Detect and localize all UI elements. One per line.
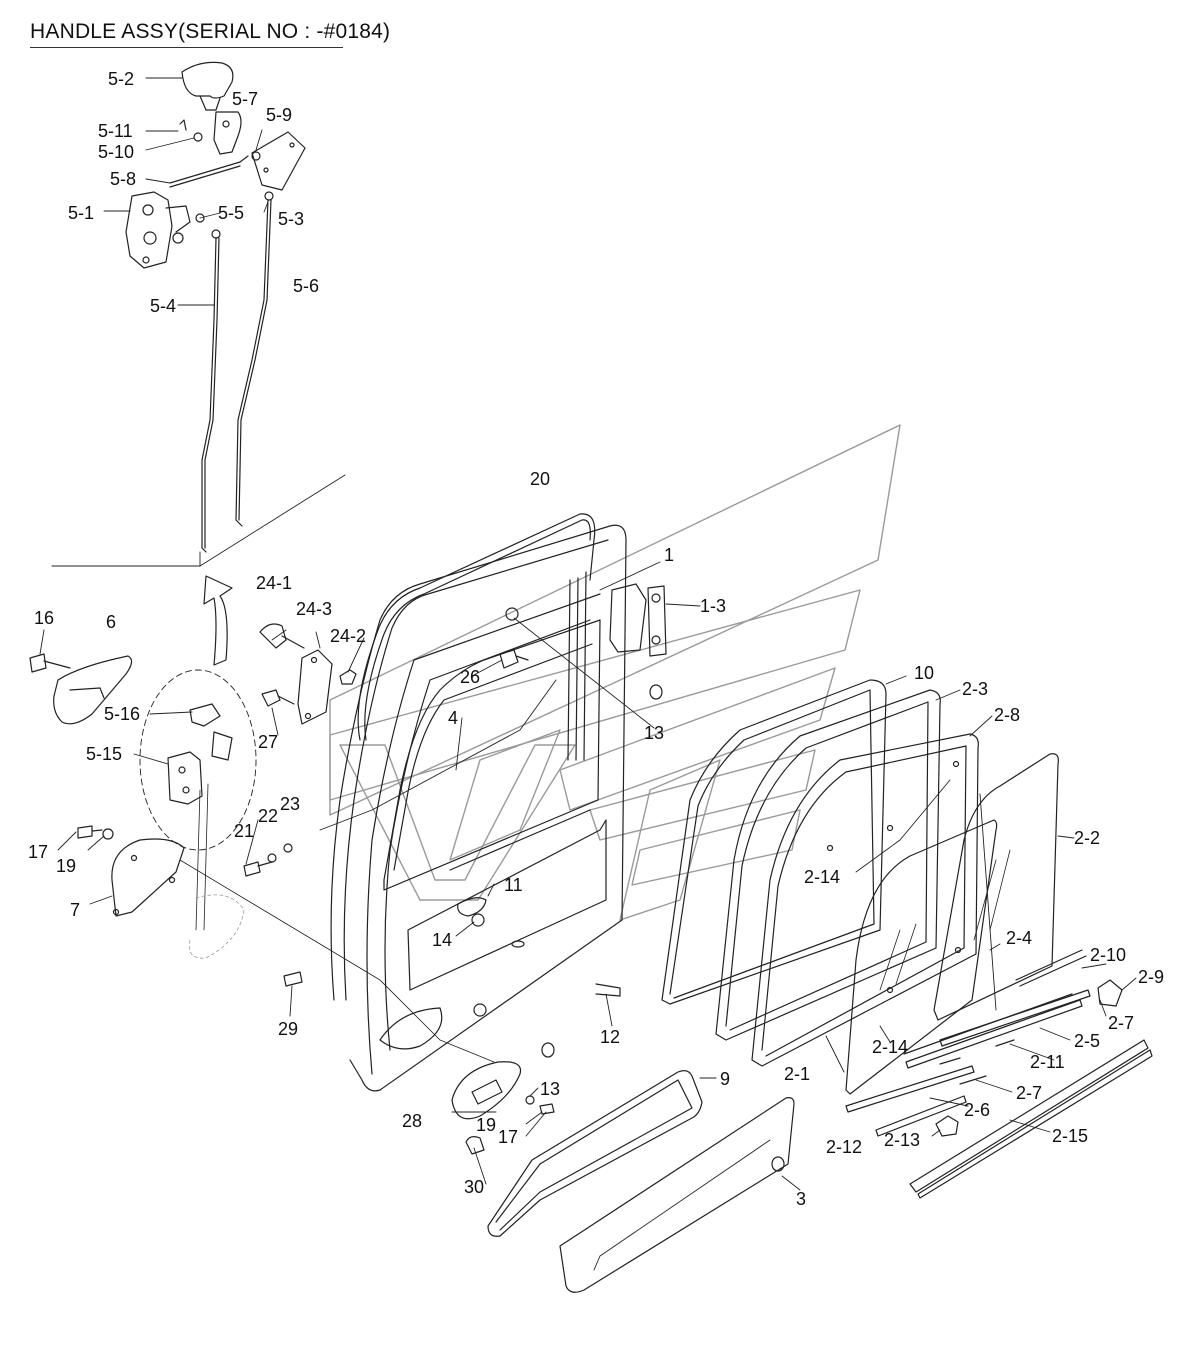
glass-2-1 — [845, 819, 998, 1095]
callout-2-2: 2-2 — [1074, 828, 1101, 848]
callout-5-11: 5-11 — [98, 121, 133, 141]
callout-28: 28 — [402, 1111, 423, 1131]
callout-27: 27 — [258, 732, 279, 752]
leader-lines — [103, 77, 269, 306]
door-body — [330, 524, 627, 1092]
callout-5-1: 5-1 — [68, 203, 95, 223]
glass-panels — [487, 679, 1059, 1293]
frame-2-3 — [715, 689, 941, 1041]
handle-plate — [251, 131, 306, 191]
callout-2-3: 2-3 — [962, 679, 989, 699]
callout-4: 4 — [448, 708, 459, 728]
callout-2-8: 2-8 — [994, 705, 1021, 725]
callout-5-6: 5-6 — [293, 276, 320, 296]
callout-16: 16 — [34, 608, 55, 628]
callout-23: 23 — [280, 794, 301, 814]
callout-30: 30 — [464, 1177, 485, 1197]
lower-handle-parts — [451, 1061, 555, 1155]
callout-24-2: 24-2 — [330, 626, 367, 646]
callout-2-15: 2-15 — [1052, 1126, 1089, 1146]
callout-2-13: 2-13 — [884, 1130, 921, 1150]
rod-5-6 — [235, 199, 269, 527]
watermark-logo — [329, 424, 901, 921]
callout-11: 11 — [504, 875, 523, 895]
part-7-plate — [111, 838, 185, 917]
callout-5-5: 5-5 — [218, 203, 245, 223]
callout-20: 20 — [530, 469, 551, 489]
callout-14: 14 — [432, 930, 453, 950]
hinge — [609, 583, 647, 653]
bracket-24-3 — [297, 649, 333, 725]
callout-2-4: 2-4 — [1006, 928, 1033, 948]
title-underline — [30, 47, 343, 48]
callout-2-9: 2-9 — [1138, 967, 1165, 987]
diagram-title: HANDLE ASSY(SERIAL NO : -#0184) — [30, 20, 391, 43]
callout-22: 22 — [258, 806, 279, 826]
door-frame — [179, 513, 667, 1092]
seal-20 — [357, 513, 596, 741]
callout-2-7-lower: 2-7 — [1016, 1083, 1043, 1103]
callout-19-lower: 19 — [476, 1115, 497, 1135]
leader-lines-lower — [39, 561, 1137, 1191]
handle-grip — [181, 61, 234, 99]
callout-10: 10 — [914, 663, 935, 683]
callout-7: 7 — [70, 900, 81, 920]
callout-2-1: 2-1 — [784, 1064, 811, 1084]
callout-24-1: 24-1 — [256, 573, 293, 593]
callout-21: 21 — [234, 821, 255, 841]
part-28-handle — [451, 1061, 522, 1120]
frame-2-8 — [751, 733, 979, 1067]
callout-2-11: 2-11 — [1030, 1052, 1065, 1072]
callout-6: 6 — [106, 612, 117, 632]
left-parts — [29, 623, 557, 987]
latch-body — [125, 191, 173, 269]
handle-lever — [213, 111, 242, 155]
callout-12: 12 — [600, 1027, 621, 1047]
callout-2-12: 2-12 — [826, 1137, 863, 1157]
callout-26: 26 — [460, 667, 481, 687]
rails-group — [845, 949, 1153, 1199]
rod-5-4 — [201, 237, 217, 553]
callout-2-14: 2-14 — [804, 867, 841, 887]
callout-29: 29 — [278, 1019, 299, 1039]
glass-2-2 — [933, 753, 1059, 1021]
callout-5-9: 5-9 — [266, 105, 293, 125]
detail-circle — [139, 669, 257, 851]
callout-17-lower: 17 — [498, 1127, 519, 1147]
callout-3: 3 — [796, 1189, 807, 1209]
callout-2-6: 2-6 — [964, 1100, 991, 1120]
callout-1-3: 1-3 — [700, 596, 727, 616]
callout-2-7: 2-7 — [1108, 1013, 1135, 1033]
callout-5-4: 5-4 — [150, 296, 177, 316]
callout-9: 9 — [720, 1069, 731, 1089]
callout-2-10: 2-10 — [1090, 945, 1127, 965]
callout-5-15: 5-15 — [86, 744, 123, 764]
callout-5-16: 5-16 — [104, 704, 141, 724]
up-arrow — [203, 575, 233, 666]
callout-2-5: 2-5 — [1074, 1031, 1101, 1051]
callout-5-8: 5-8 — [110, 169, 137, 189]
callout-24-3: 24-3 — [296, 599, 333, 619]
callout-5-7: 5-7 — [232, 89, 259, 109]
glass-3 — [559, 1097, 795, 1293]
handle-assy-group — [51, 61, 346, 567]
seal-9 — [487, 1070, 703, 1237]
callout-5-10: 5-10 — [98, 142, 135, 162]
callout-19: 19 — [56, 856, 77, 876]
callout-5-3: 5-3 — [278, 209, 305, 229]
callout-1: 1 — [664, 545, 675, 565]
seal-10 — [661, 679, 887, 1005]
callout-13: 13 — [644, 723, 665, 743]
stopper-2-9 — [1097, 979, 1123, 1007]
part-6-cover — [53, 655, 133, 725]
callout-5-2: 5-2 — [108, 69, 135, 89]
callout-2-14-lower: 2-14 — [872, 1037, 909, 1057]
callout-17: 17 — [28, 842, 49, 862]
callout-13-lower: 13 — [540, 1079, 561, 1099]
